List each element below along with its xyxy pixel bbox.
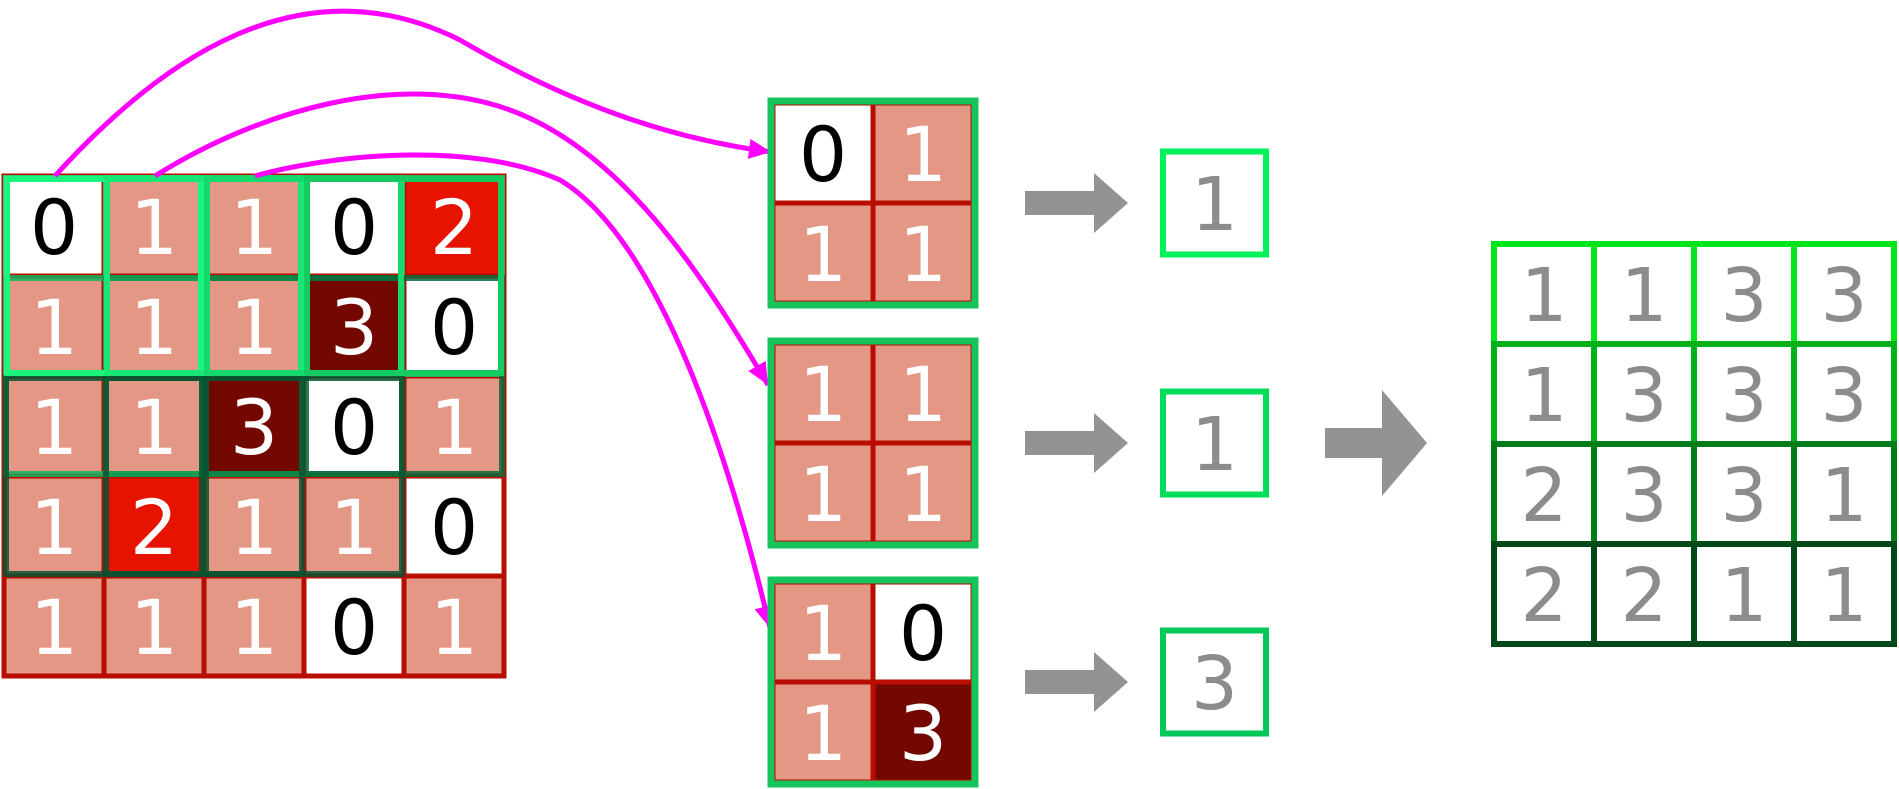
output-cell-value: 2 [1520,553,1567,639]
right-arrow-icon [1025,413,1128,473]
input-cell-value: 0 [30,183,78,272]
result-value: 3 [1191,641,1238,727]
window-frame [767,337,979,549]
window-cell [870,440,976,546]
mapping-curve [53,8,772,178]
input-cell-value: 1 [130,583,178,672]
input-cell [401,573,507,679]
big-right-arrow-icon [1325,390,1427,496]
input-cell-value: 1 [30,283,78,372]
mapping-curve [153,91,771,387]
output-cell-value: 2 [1620,553,1667,639]
window-cell-value: 1 [799,210,847,299]
input-cell-value: 0 [330,383,378,472]
output-cell-value: 1 [1520,253,1567,339]
input-cell-value: 1 [230,283,278,372]
input-cell-value: 1 [30,583,78,672]
right-arrow-icon [1025,652,1128,712]
input-cell-value: 1 [230,583,278,672]
output-cell-value: 3 [1620,353,1667,439]
output-cell [1791,241,1897,347]
input-cell-value: 3 [330,283,378,372]
input-cell-value: 1 [230,183,278,272]
mapping-curve [254,152,773,629]
output-cell-value: 1 [1820,553,1867,639]
window-cell-value: 0 [799,110,847,199]
window-cell-value: 1 [799,450,847,539]
arrowhead-icon [747,139,771,159]
input-cell-value: 1 [130,283,178,372]
output-cell [1691,541,1797,647]
window-cell-value: 1 [799,689,847,778]
result-value: 1 [1191,162,1238,248]
window-cell-value: 0 [899,589,947,678]
output-cell-value: 3 [1720,453,1767,539]
result-value: 1 [1191,402,1238,488]
window-cell-value: 1 [899,350,947,439]
output-cell-value: 1 [1720,553,1767,639]
input-window-overlays [3,175,505,577]
result-box [1160,148,1269,258]
output-cell-value: 3 [1620,453,1667,539]
result-box [1160,627,1269,737]
input-cell-value: 0 [430,483,478,572]
output-cell-value: 3 [1820,253,1867,339]
right-arrow-icon [1025,173,1128,233]
window-outline [203,375,405,577]
input-cell-value: 1 [430,583,478,672]
input-cell-value: 0 [330,583,378,672]
output-cell [1791,541,1897,647]
result-box [1160,388,1269,498]
window-cell [870,679,976,785]
window-results: 1 1 3 [1025,148,1427,737]
input-cell-value: 2 [430,183,478,272]
window-cell-value: 1 [899,210,947,299]
window-cell-value: 1 [799,589,847,678]
window-cell-value: 1 [899,110,947,199]
output-cell-value: 1 [1520,353,1567,439]
input-cell-value: 1 [130,383,178,472]
window-outline-top [304,176,504,376]
input-cell [401,473,507,579]
output-cell [1491,241,1597,347]
window-cell [770,200,876,306]
window-cell-value: 1 [899,450,947,539]
input-cell-value: 0 [430,283,478,372]
window-mapping-arrows [53,8,774,629]
output-cell [1691,341,1797,447]
output-cell-value: 1 [1620,253,1667,339]
arrowhead-icon [748,360,768,385]
input-cell-value: 1 [30,383,78,472]
output-cell [1491,541,1597,647]
output-cell-value: 2 [1520,453,1567,539]
output-cell [1791,441,1897,547]
window-frame [767,97,979,309]
window-cell-value: 1 [799,350,847,439]
output-cell-value: 1 [1820,453,1867,539]
input-cell-value: 3 [230,383,278,472]
input-cell-value: 1 [430,383,478,472]
output-cell [1791,341,1897,447]
window-frame [767,576,979,788]
input-cell-value: 1 [130,183,178,272]
input-cell-value: 1 [30,483,78,572]
output-cell [1691,241,1797,347]
window-cell-value: 3 [899,689,947,778]
input-cell-value: 1 [230,483,278,572]
output-cell-value: 3 [1720,353,1767,439]
output-cell-value: 3 [1820,353,1867,439]
window-cell [870,200,976,306]
input-cell-value: 0 [330,183,378,272]
output-cell-value: 3 [1720,253,1767,339]
input-cell-value: 2 [130,483,178,572]
input-cell-value: 1 [330,483,378,572]
output-cell [1591,541,1697,647]
